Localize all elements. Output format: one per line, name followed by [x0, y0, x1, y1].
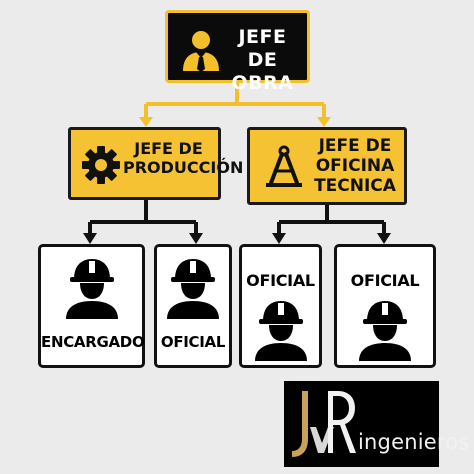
technical-connector	[277, 205, 386, 234]
worker-icon	[65, 259, 118, 319]
jefe-de-produccion-box: JEFE DE PRODUCCIÓN	[68, 127, 244, 200]
encargado-card: ENCARGADO	[38, 244, 145, 368]
title-line: OFICINA	[315, 156, 395, 176]
arrow-to-oficial-2	[272, 233, 286, 244]
worker-icon	[254, 301, 307, 361]
title-line: DE OBRA	[231, 49, 294, 94]
oficial-card: OFICIAL	[239, 244, 322, 368]
production-connector	[88, 200, 198, 234]
jyr-monogram-icon	[292, 391, 356, 457]
title-line: PRODUCCIÓN	[123, 158, 244, 177]
jefe-de-oficina-tecnica-title: JEFE DE OFICINA TECNICA	[310, 136, 400, 196]
arrow-to-oficial-3	[377, 233, 391, 244]
worker-label: OFICIAL	[350, 271, 420, 290]
worker-label: OFICIAL	[160, 333, 226, 351]
title-line: JEFE DE	[134, 139, 203, 158]
title-line: TECNICA	[314, 176, 396, 196]
jefe-de-produccion-title: JEFE DE PRODUCCIÓN	[123, 139, 244, 177]
jefe-de-obra-title: JEFE DE OBRA	[222, 26, 303, 95]
root-connector	[144, 83, 326, 118]
arrow-to-production	[139, 117, 153, 127]
worker-icon	[359, 301, 411, 361]
brand-text: ingenieros	[358, 430, 470, 454]
worker-label: OFICIAL	[246, 271, 315, 290]
arrow-to-oficial-1	[189, 233, 203, 244]
worker-icon	[167, 259, 219, 319]
oficial-card: OFICIAL	[334, 244, 436, 368]
jyr-ingenieros-logo: ingenieros	[284, 381, 469, 467]
compass-icon	[266, 145, 302, 187]
title-line: JEFE DE	[318, 136, 392, 156]
worker-label: ENCARGADO	[41, 333, 145, 351]
jefe-de-obra-box: JEFE DE OBRA	[165, 10, 310, 94]
jefe-de-oficina-tecnica-box: JEFE DE OFICINA TECNICA	[247, 127, 407, 205]
title-line: JEFE	[238, 26, 287, 48]
arrow-to-technical	[317, 117, 331, 127]
gear-icon	[82, 146, 120, 184]
oficial-card: OFICIAL	[154, 244, 232, 368]
manager-icon	[183, 31, 219, 72]
arrow-to-encargado	[83, 233, 97, 244]
